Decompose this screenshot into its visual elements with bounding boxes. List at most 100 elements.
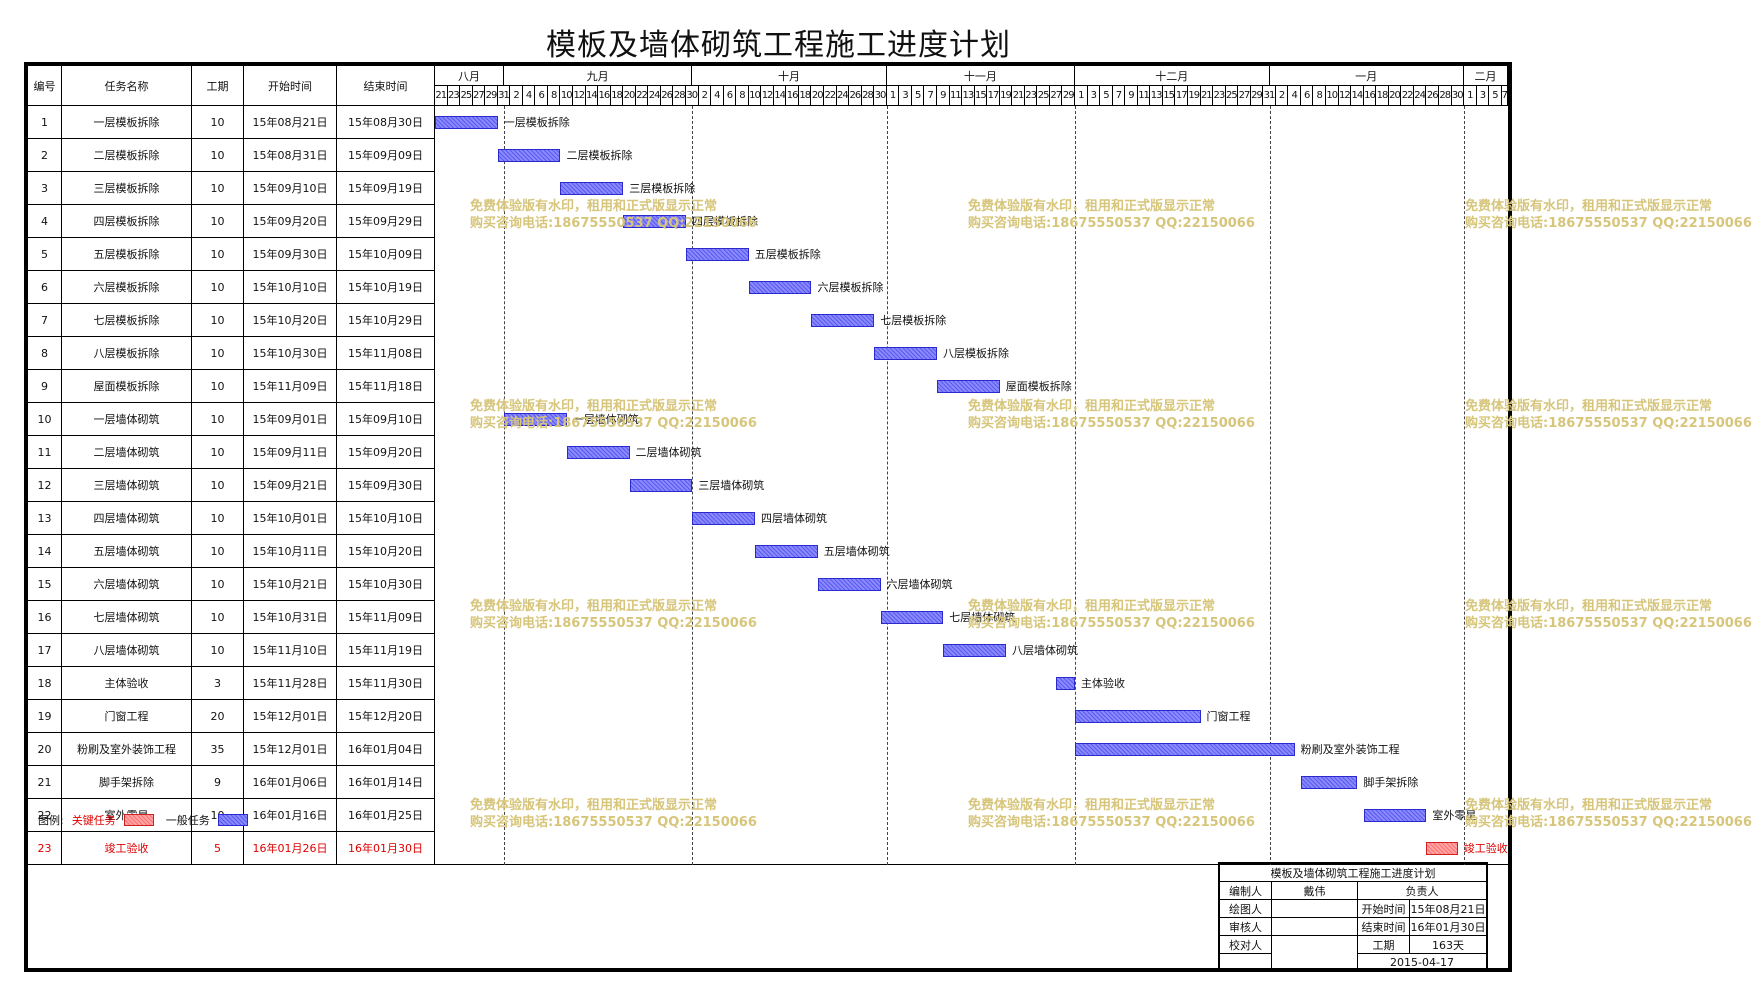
day-tick: 12 [1338, 86, 1352, 106]
task-cell: 脚手架拆除 [62, 766, 192, 799]
task-cell: 15年09月30日 [337, 469, 435, 502]
task-bar-label: 室外零星 [1432, 809, 1477, 822]
task-cell: 10 [192, 568, 244, 601]
task-cell: 四层墙体砌筑 [62, 502, 192, 535]
day-tick: 23 [447, 86, 461, 106]
task-bar [566, 446, 630, 459]
tb-drafter-label: 绘图人 [1220, 900, 1272, 918]
day-tick: 23 [1213, 86, 1226, 106]
task-cell: 门窗工程 [62, 700, 192, 733]
task-cell: 15年08月21日 [244, 106, 337, 139]
task-cell: 20 [192, 700, 244, 733]
day-tick: 21 [1200, 86, 1214, 106]
task-cell: 15 [28, 568, 62, 601]
day-tick: 27 [472, 86, 486, 106]
task-cell: 15年11月09日 [337, 601, 435, 634]
tb-compiler-label: 编制人 [1220, 882, 1272, 900]
table-bottom-line [28, 864, 1508, 865]
task-bar-label: 六层模板拆除 [817, 281, 884, 294]
day-tick: 15 [1162, 86, 1176, 106]
task-bar-label: 七层墙体砌筑 [949, 611, 1016, 624]
month-header: 九月 [504, 66, 693, 86]
task-bar-label: 屋面模板拆除 [1005, 380, 1072, 393]
task-cell: 二层墙体砌筑 [62, 436, 192, 469]
day-tick: 4 [711, 86, 724, 106]
month-divider [1075, 106, 1077, 865]
task-bar [1075, 743, 1295, 756]
day-tick: 16 [1363, 86, 1377, 106]
task-cell: 15年11月28日 [244, 667, 337, 700]
day-tick: 8 [736, 86, 749, 106]
day-tick: 5 [1100, 86, 1113, 106]
task-bar [629, 479, 693, 492]
legend-normal-label: 一般任务 [165, 814, 210, 827]
task-cell: 三层墙体砌筑 [62, 469, 192, 502]
task-cell: 五层墙体砌筑 [62, 535, 192, 568]
task-cell: 10 [192, 271, 244, 304]
task-cell: 15年10月19日 [337, 271, 435, 304]
header-cell: 任务名称 [62, 66, 192, 106]
day-tick: 31 [497, 86, 511, 106]
day-tick: 21 [435, 86, 448, 106]
legend-critical-swatch [123, 814, 154, 826]
task-cell: 竣工验收 [62, 832, 192, 865]
page-title: 模板及墙体砌筑工程施工进度计划 [546, 28, 1011, 63]
task-bar [685, 248, 749, 261]
tb-empty-cell [1220, 954, 1272, 970]
day-tick: 22 [824, 86, 837, 106]
month-header: 二月 [1464, 66, 1508, 86]
month-header: 十二月 [1075, 66, 1270, 86]
task-cell: 15年11月18日 [337, 370, 435, 403]
task-cell: 3 [28, 172, 62, 205]
day-tick: 14 [773, 86, 787, 106]
task-bar [560, 182, 624, 195]
task-cell: 10 [192, 205, 244, 238]
task-cell: 15年12月01日 [244, 700, 337, 733]
task-cell: 主体验收 [62, 667, 192, 700]
day-tick: 1 [886, 86, 900, 106]
task-cell: 15年08月30日 [337, 106, 435, 139]
task-bar [811, 314, 875, 327]
day-tick: 3 [899, 86, 912, 106]
tb-compiler-value: 戴伟 [1272, 882, 1358, 900]
task-cell: 六层模板拆除 [62, 271, 192, 304]
task-cell: 15年10月10日 [337, 502, 435, 535]
day-tick: 9 [1125, 86, 1138, 106]
task-cell: 5 [192, 832, 244, 865]
day-tick: 20 [1388, 86, 1402, 106]
task-cell: 4 [28, 205, 62, 238]
header-cell: 结束时间 [337, 66, 435, 106]
day-tick: 13 [1150, 86, 1163, 106]
tb-end-value: 16年01月30日 [1410, 918, 1486, 936]
month-divider [1464, 106, 1466, 865]
day-tick: 25 [1225, 86, 1239, 106]
header-cell: 工期 [192, 66, 244, 106]
task-cell: 15年10月31日 [244, 601, 337, 634]
task-bar-label: 二层模板拆除 [566, 149, 633, 162]
task-cell: 23 [28, 832, 62, 865]
day-tick: 14 [1351, 86, 1364, 106]
task-cell: 16年01月26日 [244, 832, 337, 865]
task-cell: 15年10月09日 [337, 238, 435, 271]
task-cell: 2 [28, 139, 62, 172]
task-bar [874, 347, 937, 360]
task-bar-label: 五层模板拆除 [754, 248, 821, 261]
day-tick: 29 [1062, 86, 1076, 106]
task-cell: 15年10月10日 [244, 271, 337, 304]
day-tick: 18 [798, 86, 812, 106]
task-cell: 16年01月25日 [337, 799, 435, 832]
task-cell: 15年11月09日 [244, 370, 337, 403]
tb-start-value: 15年08月21日 [1410, 900, 1486, 918]
task-cell: 6 [28, 271, 62, 304]
day-tick: 24 [836, 86, 850, 106]
day-tick: 11 [1137, 86, 1151, 106]
day-tick: 10 [560, 86, 574, 106]
task-cell: 15年09月30日 [244, 238, 337, 271]
day-tick: 25 [1037, 86, 1050, 106]
day-tick: 26 [1426, 86, 1439, 106]
day-tick: 28 [673, 86, 686, 106]
task-bar [943, 644, 1006, 657]
task-cell: 15年09月21日 [244, 469, 337, 502]
task-bar-label: 六层墙体砌筑 [886, 578, 953, 591]
day-tick: 17 [1175, 86, 1188, 106]
